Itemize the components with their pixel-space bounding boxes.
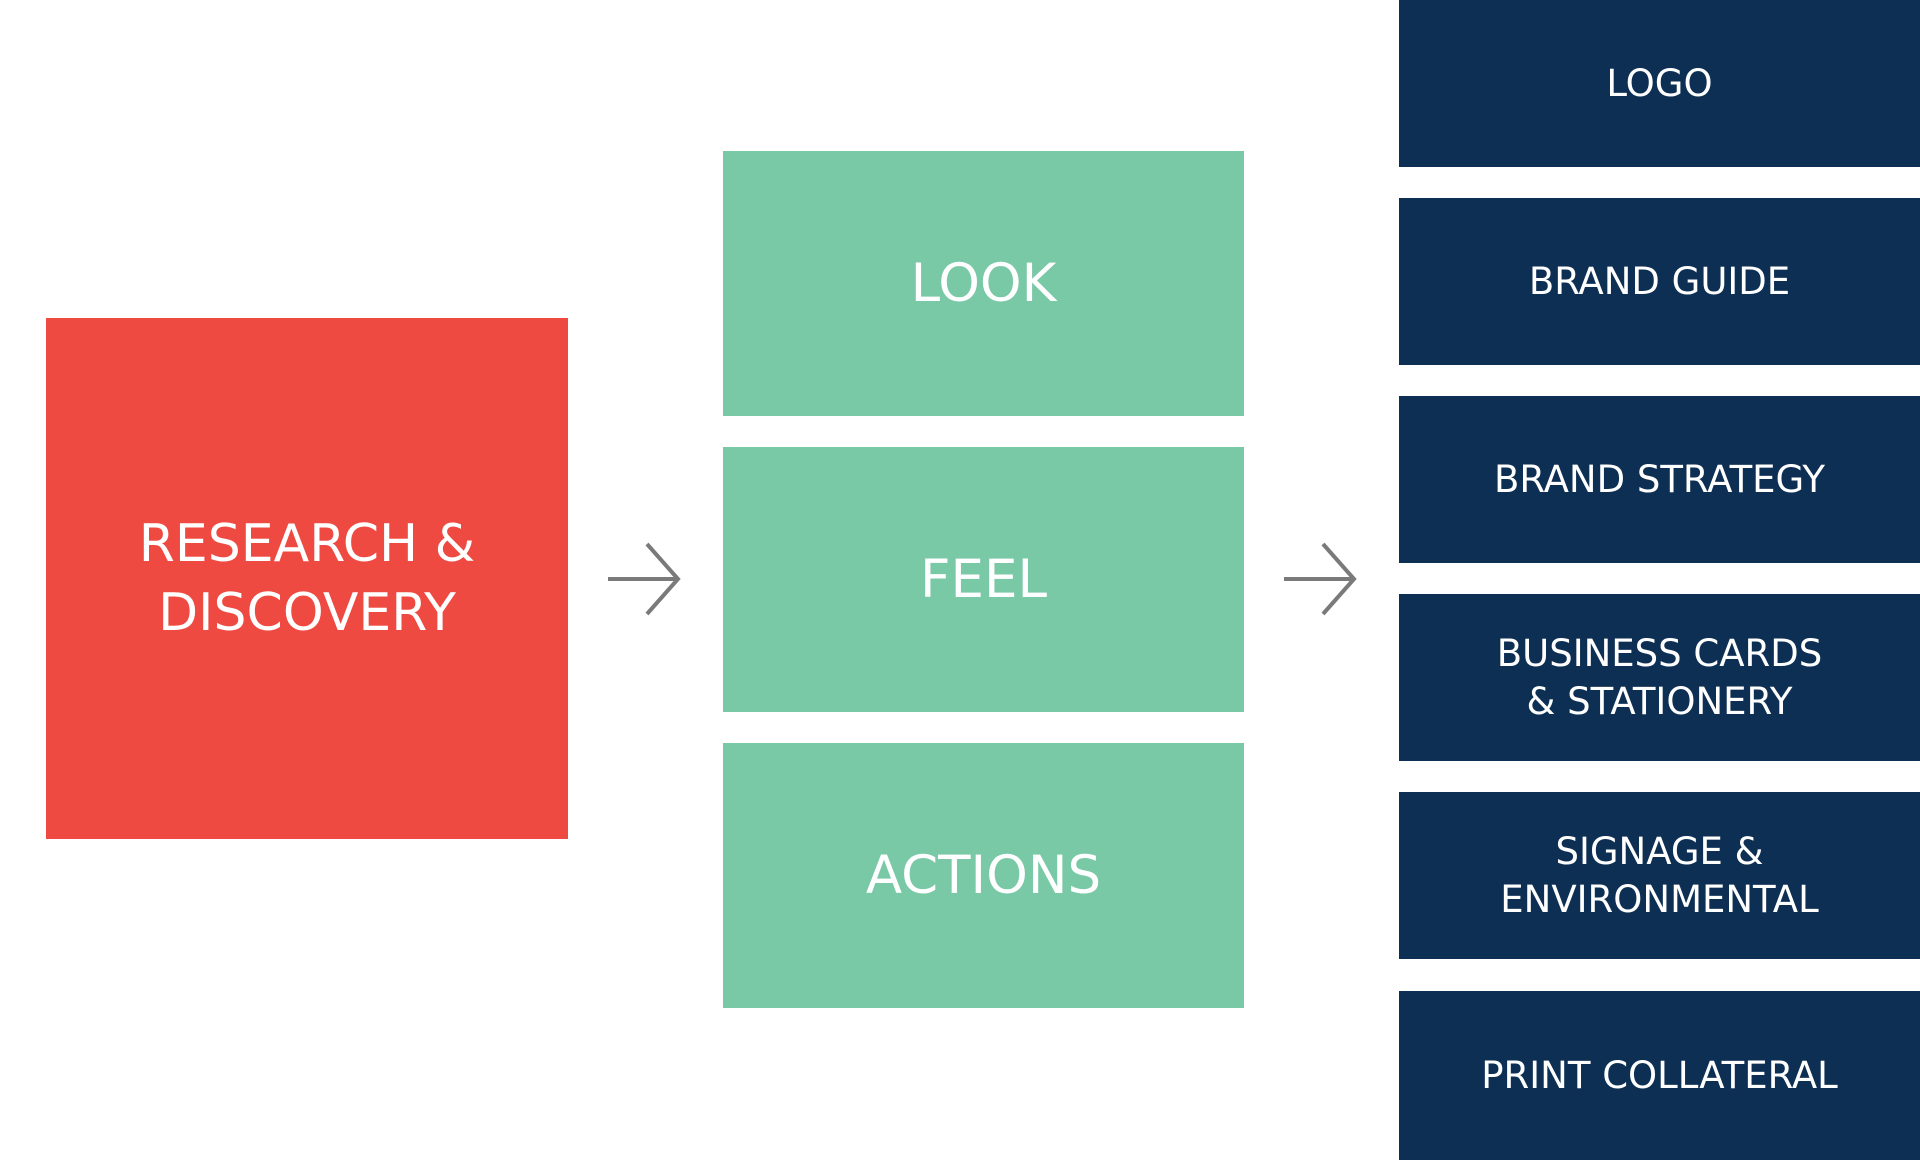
- research-discovery-box: RESEARCH & DISCOVERY: [46, 318, 568, 839]
- signage-line-2: ENVIRONMENTAL: [1500, 877, 1819, 921]
- print-collateral-label: PRINT COLLATERAL: [1481, 1053, 1838, 1097]
- actions-box: ACTIONS: [723, 743, 1244, 1008]
- logo-box: LOGO: [1399, 0, 1920, 167]
- actions-label: ACTIONS: [865, 845, 1102, 906]
- look-label: LOOK: [910, 253, 1057, 314]
- research-line-2: DISCOVERY: [158, 582, 456, 643]
- feel-box: FEEL: [723, 447, 1244, 712]
- business-cards-line-1: BUSINESS CARDS: [1496, 631, 1823, 675]
- business-cards-line-2: & STATIONERY: [1526, 679, 1793, 723]
- logo-label: LOGO: [1606, 61, 1713, 105]
- research-line-1: RESEARCH &: [138, 513, 476, 574]
- arrow-right-icon: [1284, 542, 1357, 616]
- brand-guide-box: BRAND GUIDE: [1399, 198, 1920, 365]
- look-box: LOOK: [723, 151, 1244, 416]
- brand-guide-label: BRAND GUIDE: [1528, 259, 1791, 303]
- brand-strategy-box: BRAND STRATEGY: [1399, 396, 1920, 563]
- brand-strategy-label: BRAND STRATEGY: [1494, 457, 1825, 501]
- business-cards-box: BUSINESS CARDS & STATIONERY: [1399, 594, 1920, 761]
- print-collateral-box: PRINT COLLATERAL: [1399, 991, 1920, 1160]
- feel-label: FEEL: [920, 549, 1047, 610]
- signage-line-1: SIGNAGE &: [1555, 829, 1764, 873]
- signage-box: SIGNAGE & ENVIRONMENTAL: [1399, 792, 1920, 959]
- arrow-right-icon: [608, 542, 681, 616]
